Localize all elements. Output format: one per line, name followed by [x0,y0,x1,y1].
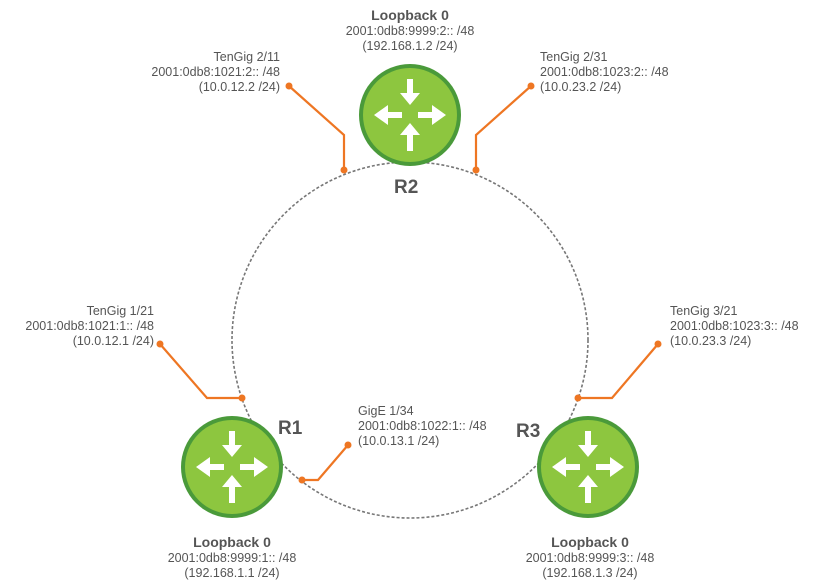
interface-r2-tengig-2-31: TenGig 2/31 2001:0db8:1023:2:: /48 (10.0… [540,50,669,95]
r1-loopback-ipv4: (192.168.1.1 /24) [184,566,280,580]
r1-loopback-title: Loopback 0 [193,534,271,550]
interface-ipv4: (10.0.23.3 /24) [670,334,752,348]
r2-loopback-ipv4: (192.168.1.2 /24) [362,39,458,53]
router-r1-icon [181,416,283,518]
leader-dot [298,476,306,484]
interface-r2-tengig-2-11: TenGig 2/11 2001:0db8:1021:2:: /48 (10.0… [100,50,280,95]
leader-dot [238,394,246,402]
r1-loopback-label: Loopback 0 2001:0db8:9999:1:: /48 (192.1… [132,534,332,581]
interface-ipv6: 2001:0db8:1023:2:: /48 [540,65,669,79]
interface-name: GigE 1/34 [358,404,414,418]
router-r3-name: R3 [516,421,541,442]
interface-name: TenGig 3/21 [670,304,738,318]
leader-dot [340,166,348,174]
r2-loopback-title: Loopback 0 [371,7,449,23]
leader-dot [527,82,535,90]
interface-ipv6: 2001:0db8:1021:1:: /48 [25,319,154,333]
r3-loopback-label: Loopback 0 2001:0db8:9999:3:: /48 (192.1… [490,534,690,581]
router-r3-icon [537,416,639,518]
interface-ipv4: (10.0.12.2 /24) [198,80,280,94]
router-r1-name: R1 [278,418,303,439]
leader-dots [156,82,662,484]
leader-lines [159,85,659,482]
leader-dot [285,82,293,90]
leader-dot [472,166,480,174]
interface-name: TenGig 2/31 [540,50,608,64]
leader-r3-tengig-3-21 [578,343,659,400]
r1-loopback-ipv6: 2001:0db8:9999:1:: /48 [167,551,297,565]
leader-dot [344,441,352,449]
interface-ipv6: 2001:0db8:1021:2:: /48 [151,65,280,79]
leader-dot [654,340,662,348]
interface-ipv4: (10.0.23.2 /24) [540,80,622,94]
r3-loopback-title: Loopback 0 [551,534,629,550]
interface-r1-gige-1-34: GigE 1/34 2001:0db8:1022:1:: /48 (10.0.1… [358,404,487,449]
r2-loopback-label: Loopback 0 2001:0db8:9999:2:: /48 (192.1… [310,7,510,54]
interface-ipv6: 2001:0db8:1022:1:: /48 [358,419,487,433]
leader-r1-gige-1-34 [302,444,349,482]
interface-ipv4: (10.0.13.1 /24) [358,434,440,448]
interface-r1-tengig-1-21: TenGig 1/21 2001:0db8:1021:1:: /48 (10.0… [0,304,154,349]
router-r2-name: R2 [394,177,419,198]
leader-dot [574,394,582,402]
r3-loopback-ipv4: (192.168.1.3 /24) [542,566,638,580]
router-r2-icon [359,64,461,166]
r3-loopback-ipv6: 2001:0db8:9999:3:: /48 [525,551,655,565]
leader-dot [156,340,164,348]
leader-r1-tengig-1-21 [159,343,242,400]
interface-r3-tengig-3-21: TenGig 3/21 2001:0db8:1023:3:: /48 (10.0… [670,304,799,349]
interface-name: TenGig 1/21 [86,304,154,318]
ring-link [231,161,589,519]
r2-loopback-ipv6: 2001:0db8:9999:2:: /48 [345,24,475,38]
leader-r2-tengig-2-11 [288,85,346,170]
interface-ipv6: 2001:0db8:1023:3:: /48 [670,319,799,333]
interface-name: TenGig 2/11 [213,50,280,64]
interface-ipv4: (10.0.12.1 /24) [72,334,154,348]
leader-r2-tengig-2-31 [474,85,532,170]
